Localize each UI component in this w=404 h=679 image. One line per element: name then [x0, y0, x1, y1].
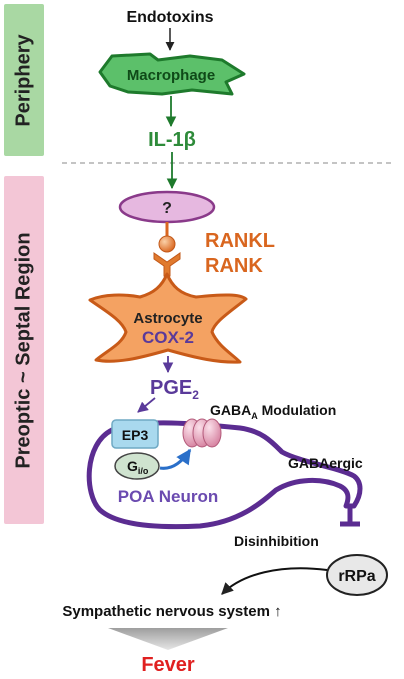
central-region-label: Preoptic ~ Septal Region — [4, 176, 44, 524]
endotoxins-label: Endotoxins — [126, 9, 213, 26]
poa-neuron-label: POA Neuron — [118, 487, 218, 506]
pge2-label: PGE2 — [150, 377, 199, 402]
gio-to-channel-arrow — [159, 448, 192, 470]
rrpa-label: rRPa — [338, 568, 375, 585]
fever-arrow-icon — [108, 628, 228, 650]
rank-label: RANK — [205, 255, 263, 277]
rrpa-nucleus — [326, 554, 388, 596]
macrophage-shape — [98, 52, 246, 96]
gabaa-channel-icon — [182, 418, 222, 448]
ep3-label: EP3 — [122, 427, 149, 443]
pge2-arrow — [137, 397, 156, 413]
gabaa-modulation-label: GABAA Modulation — [210, 402, 336, 421]
rankl-label: RANKL — [205, 230, 275, 252]
periphery-label: Periphery — [4, 4, 44, 156]
astrocyte-shape — [88, 272, 248, 364]
rrpa-to-sns-arrow — [221, 567, 328, 595]
fever-label: Fever — [141, 654, 195, 676]
macrophage-label: Macrophage — [127, 67, 215, 84]
cox2-label: COX-2 — [142, 328, 194, 347]
il1b-label: IL-1β — [148, 129, 196, 151]
rank-receptor-icon — [153, 252, 181, 277]
astrocyte-label: Astrocyte — [133, 310, 202, 327]
ep3-receptor — [111, 419, 159, 449]
gabaergic-label: GABAergic — [288, 455, 363, 471]
rankl-ligand-icon — [158, 235, 176, 253]
disinhibition-label: Disinhibition — [234, 533, 319, 549]
unknown-receptor-label: ? — [162, 200, 172, 217]
poa-neuron-body — [86, 420, 363, 530]
gio-protein — [114, 452, 160, 480]
gio-label: Gi/o — [127, 458, 149, 476]
sympathetic-label: Sympathetic nervous system ↑ — [62, 603, 281, 620]
